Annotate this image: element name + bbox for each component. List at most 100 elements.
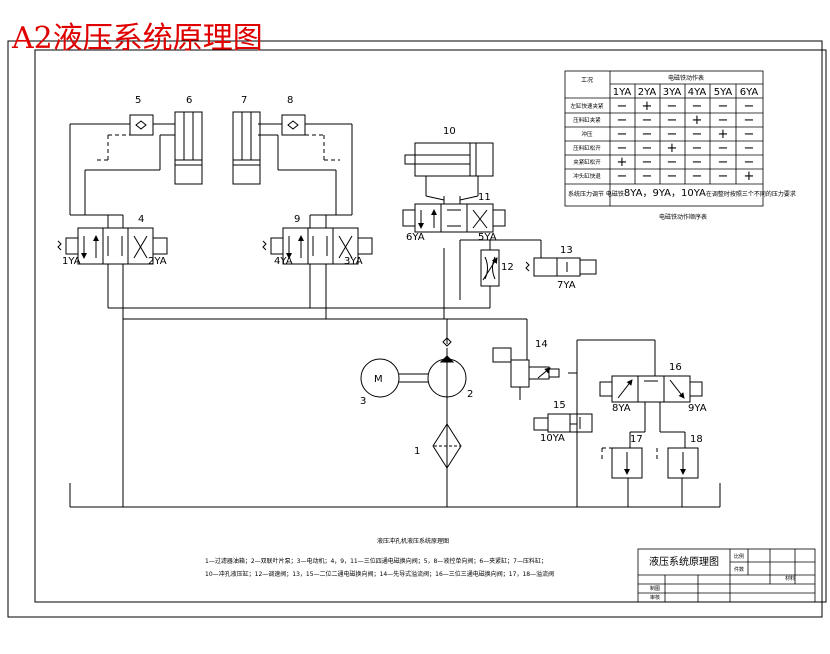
- pilot-lines: [95, 134, 658, 462]
- label-10: 10: [443, 126, 456, 137]
- label-5: 5: [135, 95, 141, 106]
- table-cell: −: [642, 155, 653, 170]
- table-cell: −: [617, 169, 628, 184]
- table-cell: −: [718, 99, 729, 114]
- speed-control-valve-12: [480, 249, 500, 287]
- action-table-corner: 工况: [581, 77, 593, 84]
- table-cell: −: [744, 127, 755, 142]
- table-cell: −: [667, 169, 678, 184]
- table-row-label: 夹紧缸松开: [573, 158, 601, 166]
- title-block-field-a: 比例: [734, 553, 744, 560]
- solenoid-4ya: 4YA: [274, 256, 293, 267]
- action-table-note: 系统压力调节 电磁铁8YA，9YA，10YA在调整时按照三个不同的压力要求: [568, 188, 796, 199]
- solenoid-action-table: [564, 70, 764, 207]
- three-way-valve-16: [599, 375, 703, 403]
- table-cell: −: [667, 155, 678, 170]
- table-cell: +: [744, 169, 755, 184]
- note-magnets: 8YA，9YA，10YA: [624, 188, 706, 199]
- table-cell: −: [617, 99, 628, 114]
- table-cell: +: [718, 127, 729, 142]
- table-cell: −: [692, 141, 703, 156]
- table-cell: −: [667, 113, 678, 128]
- label-7: 7: [241, 95, 247, 106]
- pilot-relief-valve-14: [492, 347, 560, 388]
- sheet-title: A2液压系统原理图: [11, 21, 263, 56]
- solenoid-5ya: 5YA: [478, 232, 497, 243]
- pilot-check-valve-8: [281, 114, 306, 136]
- table-cell: −: [617, 127, 628, 142]
- table-cell: −: [667, 99, 678, 114]
- table-cell: −: [718, 169, 729, 184]
- table-cell: +: [642, 99, 653, 114]
- label-2: 2: [467, 389, 473, 400]
- solenoid-7ya: 7YA: [557, 280, 576, 291]
- inner-border: [34, 49, 827, 603]
- electric-motor-3: [360, 358, 428, 398]
- title-block-field-b: 件数: [734, 566, 744, 573]
- title-block: [637, 548, 816, 603]
- table-cell: −: [642, 113, 653, 128]
- label-18: 18: [690, 434, 703, 445]
- label-13: 13: [560, 245, 573, 256]
- table-cell: −: [692, 99, 703, 114]
- filter-1: [432, 423, 462, 469]
- table-cell: −: [744, 99, 755, 114]
- table-header-6ya: 6YA: [740, 87, 759, 98]
- title-block-field-e: 材料: [785, 575, 795, 582]
- punch-cylinder-10: [404, 142, 494, 177]
- action-table-caption: 电磁铁动作顺序表: [659, 213, 707, 221]
- table-cell: −: [744, 155, 755, 170]
- table-cell: −: [718, 155, 729, 170]
- table-cell: −: [692, 127, 703, 142]
- label-3: 3: [360, 396, 366, 407]
- action-table-title: 电磁铁动作表: [668, 74, 704, 82]
- solenoid-6ya: 6YA: [406, 232, 425, 243]
- press-cylinder-7: [232, 111, 261, 185]
- label-15: 15: [553, 400, 566, 411]
- table-row-label: 冲压: [581, 130, 593, 138]
- table-cell: −: [642, 169, 653, 184]
- label-17: 17: [630, 434, 643, 445]
- drawing-caption: 液压冲孔机液压系统原理图: [377, 537, 449, 545]
- note-suffix: 在调整时按照三个不同的压力要求: [706, 190, 796, 198]
- circuit-lines: [69, 123, 721, 508]
- title-block-field-c: 制图: [650, 585, 660, 592]
- label-9: 9: [294, 214, 300, 225]
- label-16: 16: [669, 362, 682, 373]
- solenoid-1ya: 1YA: [62, 256, 81, 267]
- table-row-label: 左缸快速夹紧: [570, 102, 604, 110]
- table-cell: −: [667, 127, 678, 142]
- two-way-valve-13: [525, 257, 597, 277]
- label-1: 1: [414, 446, 420, 457]
- table-row-label: 压料缸松开: [573, 144, 601, 152]
- clamp-cylinder-6: [174, 111, 203, 185]
- solenoid-10ya: 10YA: [540, 433, 565, 444]
- solenoid-3ya: 3YA: [344, 256, 363, 267]
- table-cell: −: [617, 113, 628, 128]
- title-block-name: 液压系统原理图: [649, 555, 719, 568]
- label-14: 14: [535, 339, 548, 350]
- table-header-2ya: 2YA: [638, 87, 657, 98]
- vane-pump-2: [427, 337, 467, 398]
- table-cell: −: [744, 113, 755, 128]
- table-cell: +: [692, 113, 703, 128]
- directional-valve-9: [262, 227, 373, 265]
- table-cell: −: [718, 113, 729, 128]
- label-6: 6: [186, 95, 192, 106]
- table-row-label: 压料缸夹紧: [573, 116, 601, 124]
- table-cell: −: [642, 141, 653, 156]
- relief-valve-18: [667, 447, 699, 479]
- table-cell: −: [692, 169, 703, 184]
- two-way-valve-15: [533, 413, 593, 433]
- pilot-check-valve-5: [129, 114, 154, 136]
- table-header-5ya: 5YA: [714, 87, 733, 98]
- solenoid-8ya: 8YA: [612, 403, 631, 414]
- solenoid-9ya: 9YA: [688, 403, 707, 414]
- outer-border: [7, 40, 823, 618]
- directional-valve-4: [57, 227, 168, 265]
- label-4: 4: [138, 214, 144, 225]
- table-cell: +: [667, 141, 678, 156]
- directional-valve-11: [402, 203, 506, 233]
- relief-valve-17: [611, 447, 643, 479]
